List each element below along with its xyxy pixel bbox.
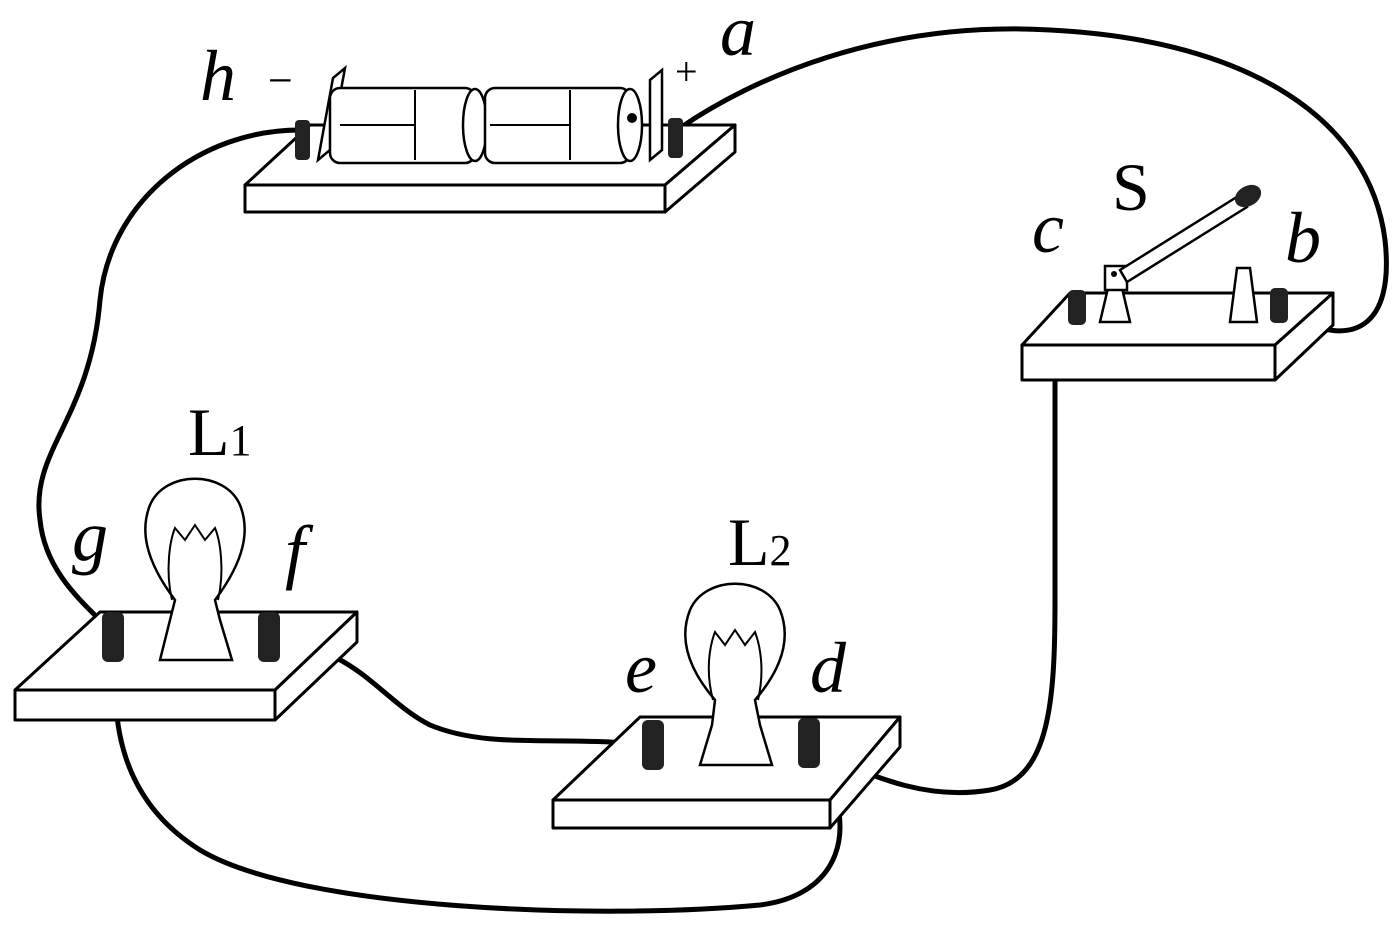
terminal-h <box>295 120 310 160</box>
label-b: b <box>1285 198 1321 278</box>
label-l1-name: L <box>188 394 230 470</box>
label-l2-subscript: 2 <box>770 526 792 575</box>
terminal-e <box>642 720 664 770</box>
label-l1: L1 <box>188 394 252 470</box>
wire-g-d <box>113 652 843 914</box>
label-l2: L2 <box>728 504 792 580</box>
terminal-c <box>1068 290 1086 325</box>
terminal-b <box>1270 288 1288 323</box>
lamp-l2-assembly: L2 e d <box>551 504 902 830</box>
terminal-g <box>102 612 124 662</box>
label-c: c <box>1032 188 1064 268</box>
switch-handle <box>1234 184 1262 208</box>
label-h: h <box>200 36 236 116</box>
lamp-l1-assembly: L1 g f <box>13 394 359 722</box>
switch-blade <box>1118 193 1249 284</box>
battery-holder-right <box>648 67 664 163</box>
minus-sign: − <box>268 56 293 105</box>
label-l2-name: L <box>728 504 770 580</box>
label-g: g <box>72 496 108 576</box>
wire-a-b <box>677 26 1389 334</box>
label-e: e <box>625 628 657 708</box>
label-s: S <box>1112 149 1150 225</box>
terminal-d <box>798 718 820 768</box>
terminal-f <box>258 612 280 662</box>
lamp-l1-bulb <box>144 477 246 662</box>
label-a: a <box>720 0 756 71</box>
plus-sign: + <box>675 49 698 94</box>
lamp-l2-bulb <box>684 582 786 767</box>
wire-h-g <box>36 127 303 628</box>
label-l1-subscript: 1 <box>230 416 252 465</box>
battery-assembly: h − + a <box>200 0 756 214</box>
label-d: d <box>810 628 847 708</box>
terminal-a <box>668 118 683 158</box>
switch-assembly: S c b <box>1020 149 1335 382</box>
label-f: f <box>285 511 314 591</box>
